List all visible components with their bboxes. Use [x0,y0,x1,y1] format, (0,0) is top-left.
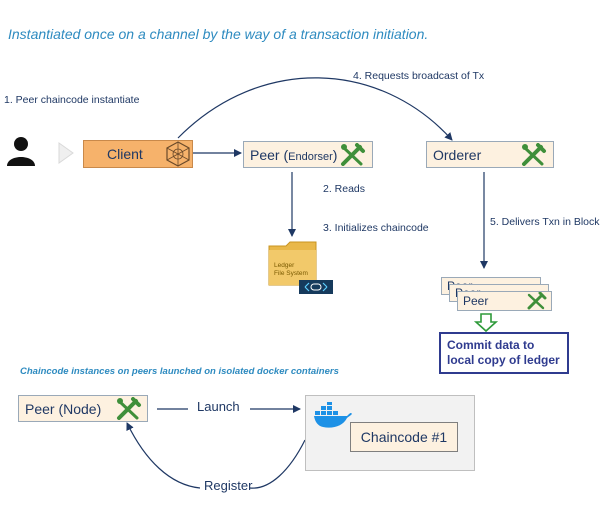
chain-link-icon [299,280,333,294]
peer-endorser-label: Peer ( [250,146,289,163]
ledger-label-line2: File System [274,270,308,277]
step-2-label: 2. Reads [323,183,366,195]
step-4-label: 4. Requests broadcast of Tx [353,70,485,82]
peer-node-label: Peer (Node) [25,400,102,417]
launch-label: Launch [197,399,240,414]
tools-icon [117,397,141,420]
hyperledger-icon [166,141,190,167]
peer-endorser-close: ) [332,146,338,163]
chaincode-box: Chaincode #1 [350,422,458,452]
step-1-label: 1. Peer chaincode instantiate [4,94,140,106]
step-3-label: 3. Initializes chaincode [323,222,429,234]
tools-icon [522,143,546,166]
ledger-label-line1: Ledger [274,262,295,269]
orderer-node: Orderer [426,141,554,168]
commit-box: Commit data to local copy of ledger [439,332,569,374]
folder-icon [268,241,317,286]
orderer-label: Orderer [433,146,482,163]
commit-line1: Commit data to [447,338,535,352]
client-label: Client [107,146,143,162]
peer-stack-front: Peer [457,291,552,311]
down-arrow-icon [473,313,499,333]
section-subtitle: Chaincode instances on peers launched on… [20,366,339,377]
tools-icon [341,143,365,166]
client-node: Client [83,140,193,168]
diagram-title: Instantiated once on a channel by the wa… [8,26,429,42]
tools-icon [527,292,547,310]
peer-node: Peer (Node) [18,395,148,422]
commit-line2: local copy of ledger [447,353,560,367]
register-label: Register [204,478,253,493]
peer-endorser-role: Endorser [288,150,333,163]
docker-whale-icon [314,402,352,428]
play-triangle-icon [58,142,74,164]
broadcast-curve-arrow [177,77,453,141]
user-icon [7,137,35,166]
peer-endorser-node: Peer (Endorser) [243,141,373,168]
step-5-label: 5. Delivers Txn in Block [490,216,600,228]
